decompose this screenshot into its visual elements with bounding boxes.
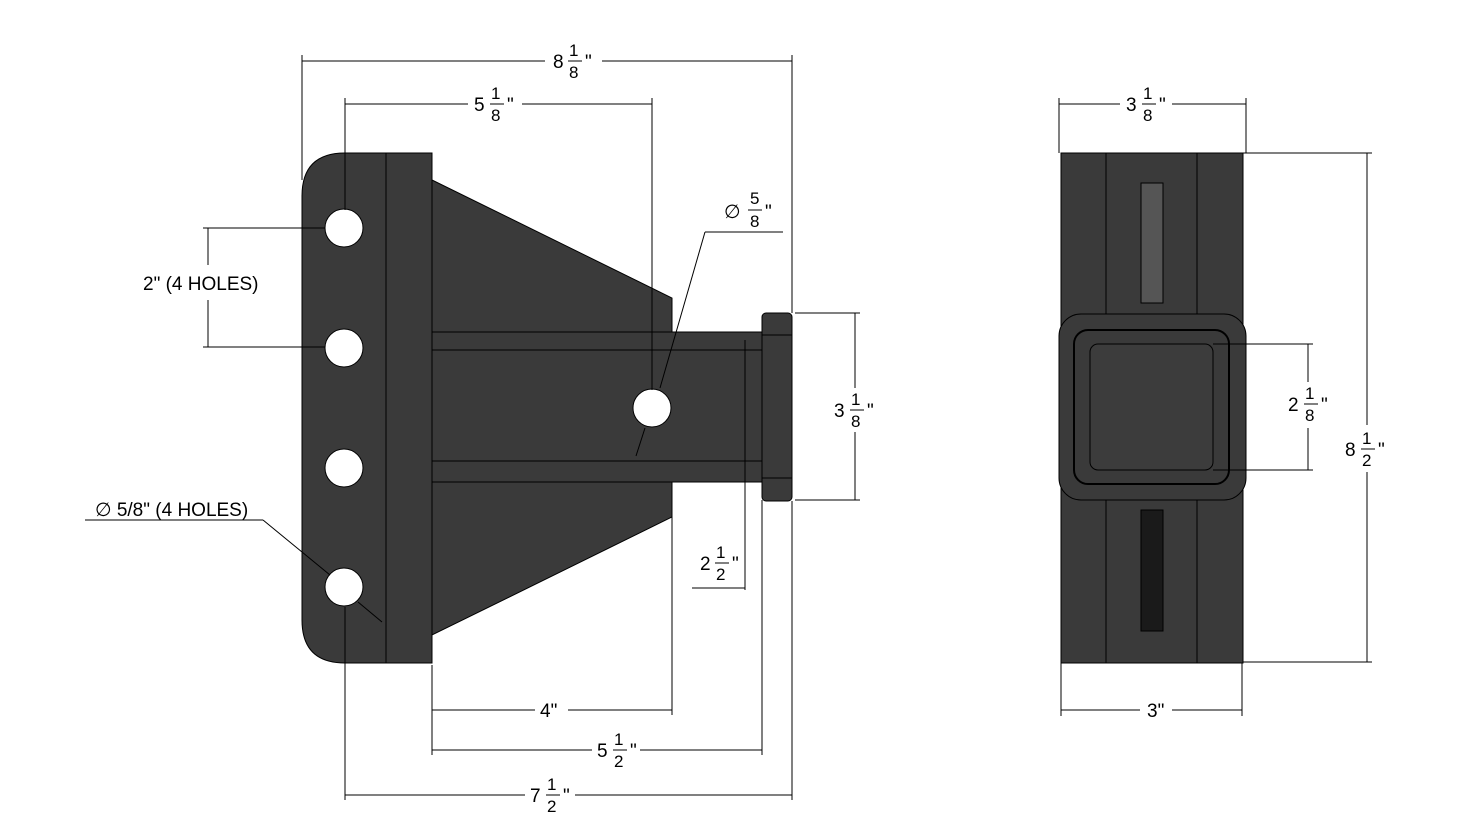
dim-overall-height-num: 1 (1362, 429, 1371, 448)
svg-text:": " (1321, 395, 1328, 416)
svg-text:": " (867, 401, 874, 422)
bottom-slot (1140, 509, 1164, 632)
svg-text:": " (563, 786, 570, 807)
pin-hole (632, 388, 672, 428)
end-view-dimensions: 3 1 8 " 2 1 8 " 8 1 2 " 3" (1058, 84, 1385, 722)
dim-bottom-width: 3" (1147, 701, 1164, 722)
dim-offset-whole: 2 (700, 554, 711, 575)
dim-overall-height-whole: 8 (1345, 440, 1356, 461)
dim-shank-height-den: 8 (851, 412, 860, 431)
dim-shank-length-4: 4" (540, 701, 557, 722)
dim-hole-to-pin-den: 8 (491, 106, 500, 125)
dim-overall-length-num: 1 (547, 775, 556, 794)
dim-shank-length-num: 1 (614, 730, 623, 749)
dim-offset-den: 2 (716, 565, 725, 584)
dim-overall-length-whole: 7 (530, 786, 541, 807)
svg-text:": " (1378, 440, 1385, 461)
mount-hole (324, 328, 364, 368)
dim-overall-height-den: 2 (1362, 451, 1371, 470)
svg-text:": " (507, 95, 514, 116)
side-view-part (301, 152, 793, 664)
dim-inner-square-whole: 2 (1288, 395, 1299, 416)
dim-shank-length-den: 2 (614, 752, 623, 771)
hole-dia-note: ∅ 5/8" (4 HOLES) (95, 500, 248, 521)
dim-hole-to-pin-num: 1 (491, 84, 500, 103)
svg-text:": " (732, 554, 739, 575)
dim-inner-square-num: 1 (1305, 384, 1314, 403)
dim-overall-length-den: 2 (547, 797, 556, 816)
dim-top-width-whole: 3 (1126, 95, 1137, 116)
tube-inner (1089, 343, 1214, 471)
mount-hole (324, 567, 364, 607)
dim-shank-height-whole: 3 (834, 401, 845, 422)
svg-text:": " (585, 52, 592, 73)
end-view-part (1058, 152, 1247, 664)
svg-text:": " (630, 741, 637, 762)
dim-overall-width-num: 1 (569, 41, 578, 60)
top-slot (1140, 182, 1164, 304)
dim-offset-num: 1 (716, 543, 725, 562)
dim-overall-width-den: 8 (569, 63, 578, 82)
svg-text:∅: ∅ (724, 202, 741, 223)
end-collar (761, 312, 793, 502)
pin-dia-den: 8 (750, 212, 759, 231)
dim-hole-spacing: 2" (4 HOLES) (143, 274, 259, 295)
mounting-plate (301, 152, 433, 664)
dim-inner-square-den: 8 (1305, 406, 1314, 425)
dim-top-width-num: 1 (1143, 84, 1152, 103)
svg-text:": " (765, 202, 772, 223)
dim-hole-to-pin-whole: 5 (474, 95, 485, 116)
dim-shank-height-num: 1 (851, 390, 860, 409)
mount-hole (324, 208, 364, 248)
shank (431, 331, 763, 483)
collar-ring (1073, 329, 1230, 485)
svg-text:": " (1159, 95, 1166, 116)
dim-top-width-den: 8 (1143, 106, 1152, 125)
dim-shank-length-whole: 5 (597, 741, 608, 762)
side-view-dimensions: 8 1 8 " 5 1 8 " 2" (4 HOLES) ∅ 5/8" (4 H… (85, 41, 874, 816)
mount-hole (324, 448, 364, 488)
dim-overall-width-whole: 8 (553, 52, 564, 73)
pin-dia-num: 5 (750, 189, 759, 208)
